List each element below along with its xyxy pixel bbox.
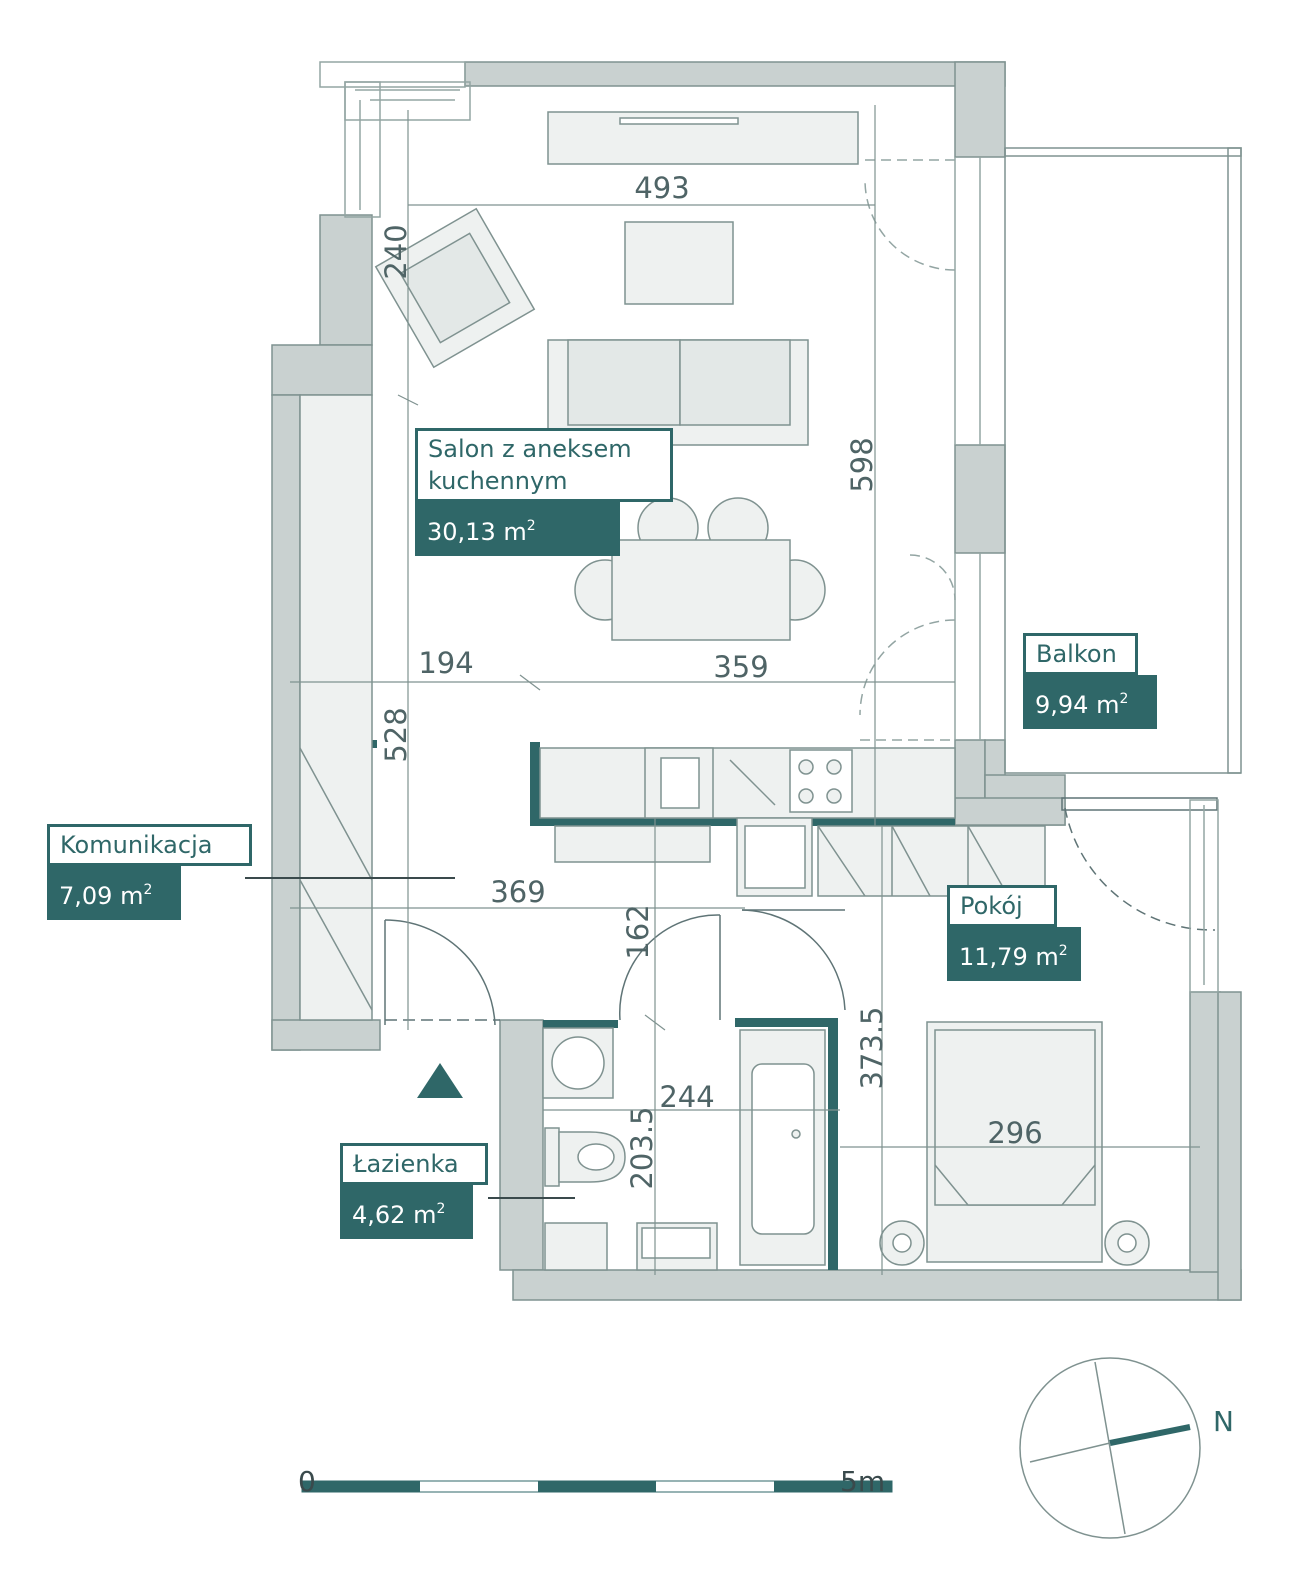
window-top-left (319, 61, 471, 218)
doors (384, 797, 1218, 1026)
furniture (299, 111, 1150, 1271)
room-name: Pokój (947, 885, 1057, 927)
scale-end-label: 5m (840, 1465, 886, 1498)
room-area: 4,62 m2 (340, 1185, 473, 1239)
dim-244: 244 (659, 1080, 714, 1114)
dim-359: 359 (713, 650, 768, 684)
scale-bar (301, 1480, 893, 1493)
dimension-lines (245, 105, 1200, 1275)
room-area: 7,09 m2 (47, 866, 181, 920)
room-label-salon: Salon z aneksem kuchennym 30,13 m2 (415, 428, 673, 556)
compass-icon (1019, 1357, 1201, 1539)
dim-373-5: 373.5 (855, 1006, 889, 1089)
room-area: 9,94 m2 (1023, 675, 1157, 729)
balcony (1004, 147, 1242, 774)
room-label-lazienka: Łazienka 4,62 m2 (340, 1143, 488, 1239)
dim-240: 240 (379, 224, 413, 279)
room-area: 30,13 m2 (415, 502, 620, 556)
room-name: Balkon (1023, 633, 1138, 675)
walls (271, 61, 1242, 1301)
dim-493: 493 (634, 171, 689, 205)
compass-north-label: N (1213, 1405, 1234, 1438)
room-area: 11,79 m2 (947, 927, 1081, 981)
room-label-komunikacja: Komunikacja 7,09 m2 (47, 824, 252, 920)
dim-528: 528 (379, 707, 413, 762)
room-name: Komunikacja (47, 824, 252, 866)
dim-162: 162 (621, 904, 655, 959)
room-label-pokoj: Pokój 11,79 m2 (947, 885, 1081, 981)
dim-203-5: 203.5 (625, 1106, 659, 1189)
room-label-balkon: Balkon 9,94 m2 (1023, 633, 1157, 729)
bedroom-window (1189, 799, 1219, 993)
room-name: Salon z aneksem kuchennym (415, 428, 673, 502)
dim-296: 296 (987, 1116, 1042, 1150)
entrance-arrow-icon (417, 1063, 463, 1098)
scale-start-label: 0 (298, 1465, 316, 1498)
room-name: Łazienka (340, 1143, 488, 1185)
dim-369: 369 (490, 875, 545, 909)
salon-right-openings (859, 157, 981, 741)
dim-598: 598 (845, 437, 879, 492)
dim-194: 194 (418, 646, 473, 680)
